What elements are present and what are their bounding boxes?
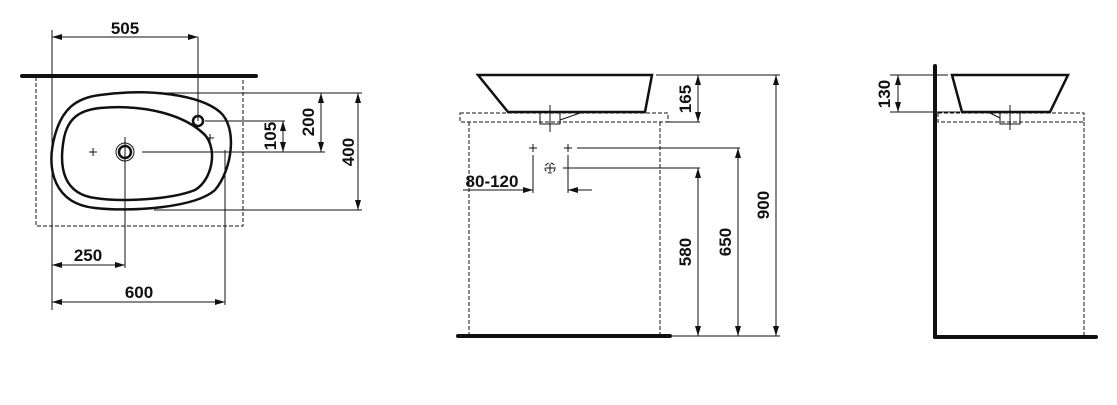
dim-580: 580 [676, 238, 695, 266]
dim-900: 900 [754, 191, 773, 219]
front-view: 165 80-120 580 650 900 [456, 73, 780, 338]
dim-105: 105 [261, 122, 280, 150]
dim-80-120: 80-120 [466, 172, 519, 191]
dim-165: 165 [676, 85, 695, 113]
side-view: 130 [875, 64, 1098, 339]
dim-650: 650 [716, 228, 735, 256]
dim-130: 130 [875, 80, 894, 108]
counter-outline [35, 76, 244, 227]
connection-cross-icons [529, 144, 572, 172]
dim-505: 505 [111, 19, 139, 38]
dim-250: 250 [74, 246, 102, 265]
counter-front [459, 112, 669, 123]
counter-side [937, 112, 1085, 123]
center-cross-icons [89, 134, 214, 156]
basin-side [950, 73, 1070, 114]
basin-front [475, 73, 654, 114]
waste-outlet-icon [544, 162, 556, 174]
dim-200: 200 [299, 108, 318, 136]
dim-400: 400 [339, 138, 358, 166]
dim-600: 600 [125, 283, 153, 302]
basin-inner [60, 106, 214, 202]
plan-view: 505 105 200 400 250 600 [20, 19, 362, 310]
basin-outer [50, 91, 233, 211]
